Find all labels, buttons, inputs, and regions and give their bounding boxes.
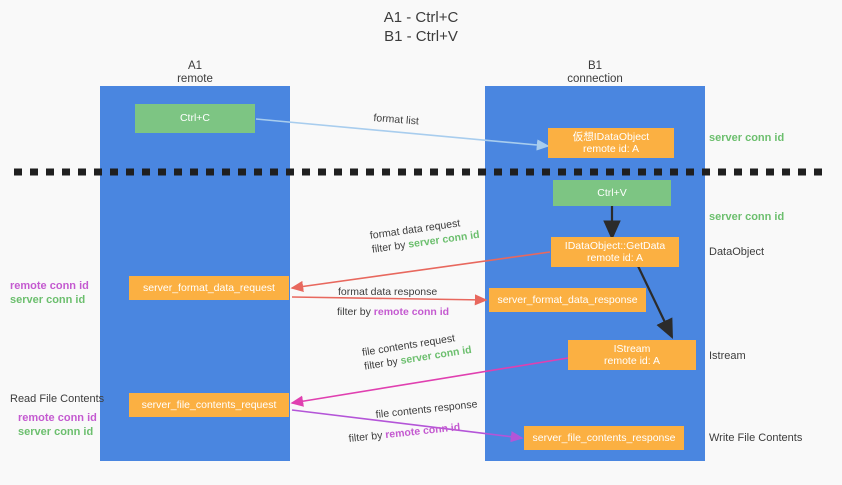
label-server-conn-id-bottom: server conn id — [18, 426, 94, 438]
box-virtual-idataobject[interactable]: 仮想IDataObject remote id: A — [548, 128, 674, 158]
box-ctrl-v-line1: Ctrl+V — [597, 186, 627, 199]
flow-label-format-data-response: format data response — [338, 285, 437, 299]
column-header-a1-sub: remote — [177, 73, 213, 85]
flow-label-file-contents-request: file contents request filter by server c… — [361, 329, 473, 374]
column-header-b1-name: B1 — [587, 60, 603, 72]
flow-label-format-data-response-line2: filter by remote conn id — [337, 305, 449, 319]
box-idataobject-getdata-line1: IDataObject::GetData — [564, 239, 666, 252]
flow-label-file-contents-response-line1: file contents response — [375, 398, 478, 421]
flow-label-file-contents-response-line2: filter by remote conn id — [348, 420, 461, 446]
box-ctrl-c-line1: Ctrl+C — [179, 112, 211, 125]
column-header-b1: B1 connection — [520, 60, 670, 86]
label-istream: Istream — [709, 350, 746, 362]
box-istream-line1: IStream — [613, 342, 651, 355]
flow-label-format-data-response-filter: filter by remote conn id — [337, 305, 449, 319]
flow-label-file-contents-response-highlight: remote conn id — [384, 421, 461, 442]
column-header-b1-sub: connection — [567, 73, 623, 85]
box-server-file-contents-request-line1: server_file_contents_request — [141, 398, 277, 411]
box-server-format-data-request[interactable]: server_format_data_request — [129, 276, 289, 300]
box-virtual-idataobject-line2: remote id: A — [582, 143, 640, 155]
box-virtual-idataobject-line1: 仮想IDataObject — [572, 130, 650, 143]
box-server-file-contents-request[interactable]: server_file_contents_request — [129, 393, 289, 417]
label-remote-conn-id-mid: remote conn id — [10, 280, 89, 292]
label-read-file-contents: Read File Contents — [10, 393, 105, 405]
box-server-format-data-request-line1: server_format_data_request — [143, 281, 275, 294]
label-write-file-contents: Write File Contents — [709, 432, 803, 444]
box-ctrl-v[interactable]: Ctrl+V — [553, 180, 671, 206]
label-remote-conn-id-bottom: remote conn id — [18, 412, 97, 424]
flow-label-format-data-request: format data request filter by server con… — [369, 214, 480, 257]
box-server-file-contents-response[interactable]: server_file_contents_response — [524, 426, 684, 450]
flow-label-file-contents-response-prefix: filter by — [348, 429, 386, 445]
box-idataobject-getdata-line2: remote id: A — [586, 252, 644, 264]
flow-label-file-contents-response: file contents response — [375, 397, 478, 422]
label-server-conn-id-top: server conn id — [709, 132, 785, 144]
flow-label-format-data-response-line1: format data response — [338, 286, 438, 298]
flow-label-format-data-response-prefix: filter by — [337, 306, 374, 318]
box-server-format-data-response[interactable]: server_format_data_response — [489, 288, 646, 312]
label-server-conn-id-left-mid: server conn id — [10, 294, 86, 306]
column-header-a1-name: A1 — [187, 60, 203, 72]
box-istream-line2: remote id: A — [603, 355, 661, 367]
label-dataobject: DataObject — [709, 246, 765, 258]
box-server-format-data-response-line1: server_format_data_response — [497, 293, 638, 306]
flow-label-file-contents-response-filter: filter by remote conn id — [348, 420, 461, 446]
page-title: A1 - Ctrl+C B1 - Ctrl+V — [383, 9, 459, 45]
box-idataobject-getdata[interactable]: IDataObject::GetData remote id: A — [551, 237, 679, 267]
box-server-file-contents-response-line1: server_file_contents_response — [532, 431, 676, 444]
flow-label-format-data-response-highlight: remote conn id — [373, 306, 450, 318]
column-header-a1: A1 remote — [120, 60, 270, 86]
flow-label-format-list-text: format list — [372, 111, 420, 128]
label-server-conn-id-mid: server conn id — [709, 211, 785, 223]
flow-label-format-list: format list — [373, 111, 419, 129]
flow-label-format-data-request-prefix: filter by — [371, 238, 410, 256]
box-istream[interactable]: IStream remote id: A — [568, 340, 696, 370]
box-ctrl-c[interactable]: Ctrl+C — [135, 104, 255, 133]
